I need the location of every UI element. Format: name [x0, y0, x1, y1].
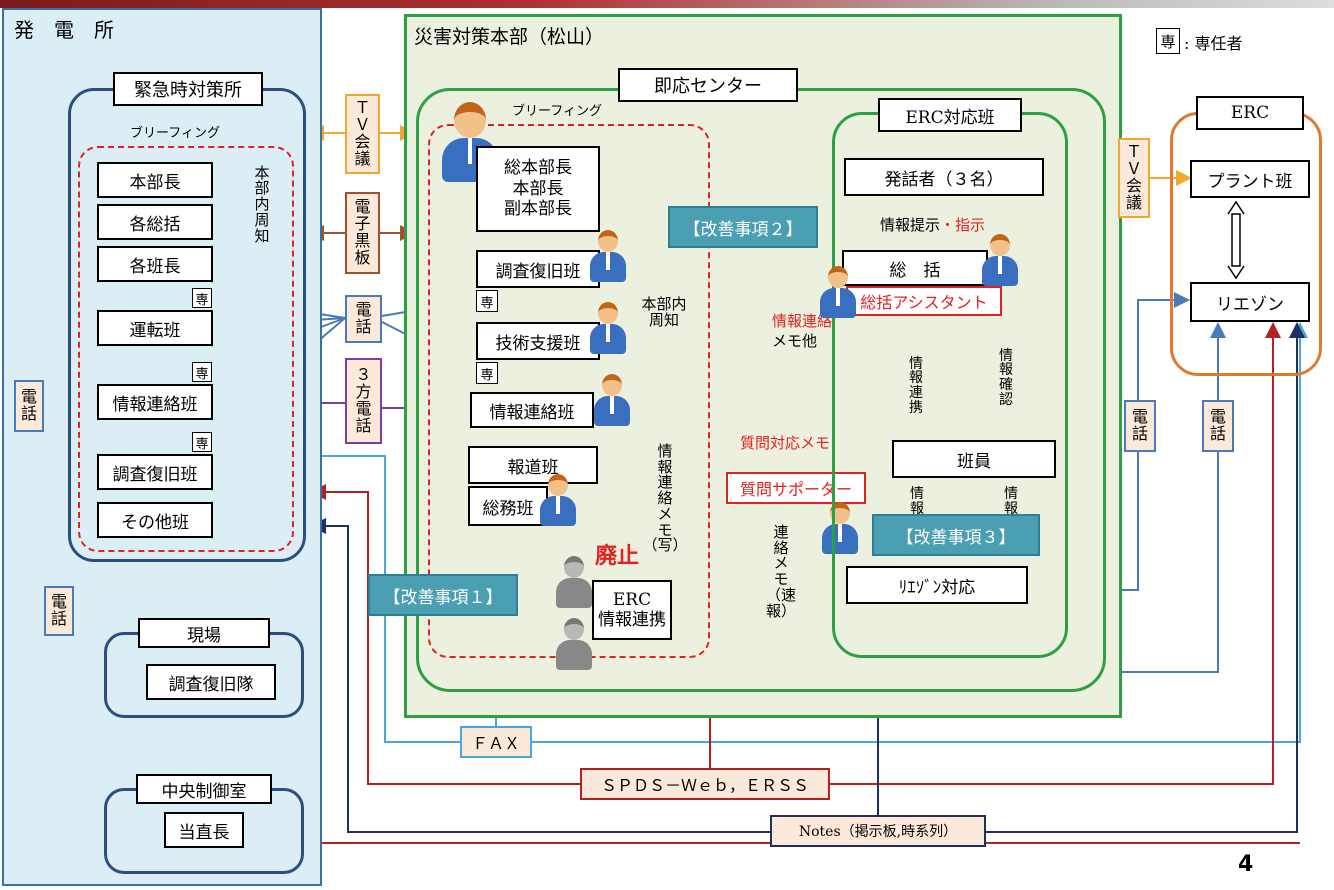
person-icon: [556, 618, 592, 670]
plant-member-managers: 各総括: [97, 204, 213, 240]
fax-label: ＦＡＸ: [460, 726, 532, 758]
page-number: 4: [1238, 852, 1254, 877]
hq-dedicated-mark: 専: [476, 290, 498, 312]
plant-dedicated-mark: 専: [192, 362, 212, 382]
plant-dedicated-mark: 専: [192, 432, 212, 452]
plant-briefing-area: [78, 146, 294, 552]
info-link-label: 情報連携: [909, 355, 923, 416]
plant-member-investigation: 調査復旧班: [97, 454, 213, 490]
person-icon: [556, 556, 592, 608]
plant-briefing-label: ブリーフィング: [130, 126, 220, 141]
site-team: 調査復旧隊: [146, 664, 276, 700]
memo-question-label: 質問対応メモ: [740, 434, 831, 452]
plant-team-box: プラント班: [1190, 160, 1310, 198]
memo-info-label: 情報連絡メモ他: [772, 312, 833, 350]
hq-title: 災害対策本部（松山）: [414, 26, 605, 48]
hq-leaders: 総本部長本部長副本部長: [476, 146, 600, 232]
abolished-label: 廃止: [595, 543, 640, 569]
person-icon: [594, 374, 630, 426]
plant-member-head: 本部長: [97, 162, 213, 198]
plant-title: 発 電 所: [14, 18, 114, 42]
question-supporter-box: 質問サポーター: [726, 472, 866, 504]
legend-text: : 専任者: [1184, 34, 1243, 53]
hq-team-general-affairs: 総務班: [468, 486, 548, 526]
hq-notice-label: 本部内周知: [641, 295, 687, 329]
electronic-blackboard: 電子黒板: [345, 192, 380, 274]
memo-fast-label: 連絡メモ（速報）: [766, 522, 797, 620]
legend-mark: 専: [1156, 28, 1180, 54]
person-icon: [590, 302, 626, 354]
plant-member-leaders: 各班長: [97, 246, 213, 282]
kaizen-1-callout: 【改善事項１】: [368, 574, 518, 616]
hq-briefing-label: ブリーフィング: [512, 104, 602, 119]
kaizen-3-callout: 【改善事項３】: [872, 514, 1040, 556]
erc-title: ERC: [1196, 96, 1304, 130]
notes-label: Notes（掲示板,時系列）: [770, 815, 986, 847]
plant-phone-left: 電話: [14, 380, 44, 432]
response-center-title: 即応センター: [618, 68, 798, 102]
hq-team-info-liaison: 情報連絡班: [470, 392, 594, 428]
hq-team-investigation: 調査復旧班: [476, 250, 600, 288]
plant-member-info-liaison: 情報連絡班: [97, 384, 213, 420]
plant-phone-left2: 電話: [44, 586, 74, 636]
plant-dedicated-mark: 専: [192, 288, 212, 308]
header-bar: [0, 0, 1334, 8]
plant-panel: [2, 8, 322, 886]
coordinator-box: 総 括: [842, 250, 988, 286]
info-confirm-label: 情報確認: [999, 347, 1013, 408]
person-icon: [540, 474, 576, 526]
erc-team-title: ERC対応班: [878, 98, 1022, 132]
person-icon: [590, 230, 626, 282]
shift-chief: 当直長: [164, 812, 244, 848]
control-room-title: 中央制御室: [136, 774, 272, 804]
plant-notice-label: 本部内周知: [254, 163, 270, 245]
info-small-1: 情報: [910, 486, 924, 517]
hq-team-tech-support: 技術支援班: [476, 322, 600, 360]
speakers-box: 発話者（３名）: [844, 158, 1044, 196]
person-icon: [820, 266, 856, 318]
hq-team-press: 報道班: [468, 446, 598, 484]
phone-mid: 電話: [345, 295, 382, 343]
coordinator-assistant-box: 総括アシスタント: [846, 286, 1002, 316]
erc-panel: [1170, 112, 1322, 376]
plant-member-others: その他班: [97, 502, 213, 538]
phone-right-2: 電話: [1202, 400, 1234, 452]
liaison-box: リエゾン: [1190, 282, 1310, 322]
hq-dedicated-mark: 専: [476, 362, 498, 384]
info-small-2: 情報: [1004, 486, 1018, 517]
kaizen-2-callout: 【改善事項２】: [668, 206, 818, 248]
phone-right-1: 電話: [1124, 400, 1156, 452]
plant-member-operation: 運転班: [97, 310, 213, 346]
liaison-response-box: ﾘｴｿﾞﾝ対応: [846, 566, 1028, 604]
emergency-office-title: 緊急時対策所: [113, 72, 263, 106]
info-present-label: 情報提示・指示: [880, 216, 986, 234]
person-icon: [982, 234, 1018, 286]
member-box: 班員: [892, 440, 1056, 478]
person-icon: [822, 502, 858, 554]
site-title: 現場: [138, 618, 270, 648]
spds-label: ＳＰＤＳ－Ｗｅｂ，ＥＲＳＳ: [580, 768, 830, 800]
memo-copy-label: 情報連絡メモ（写）: [642, 441, 688, 555]
